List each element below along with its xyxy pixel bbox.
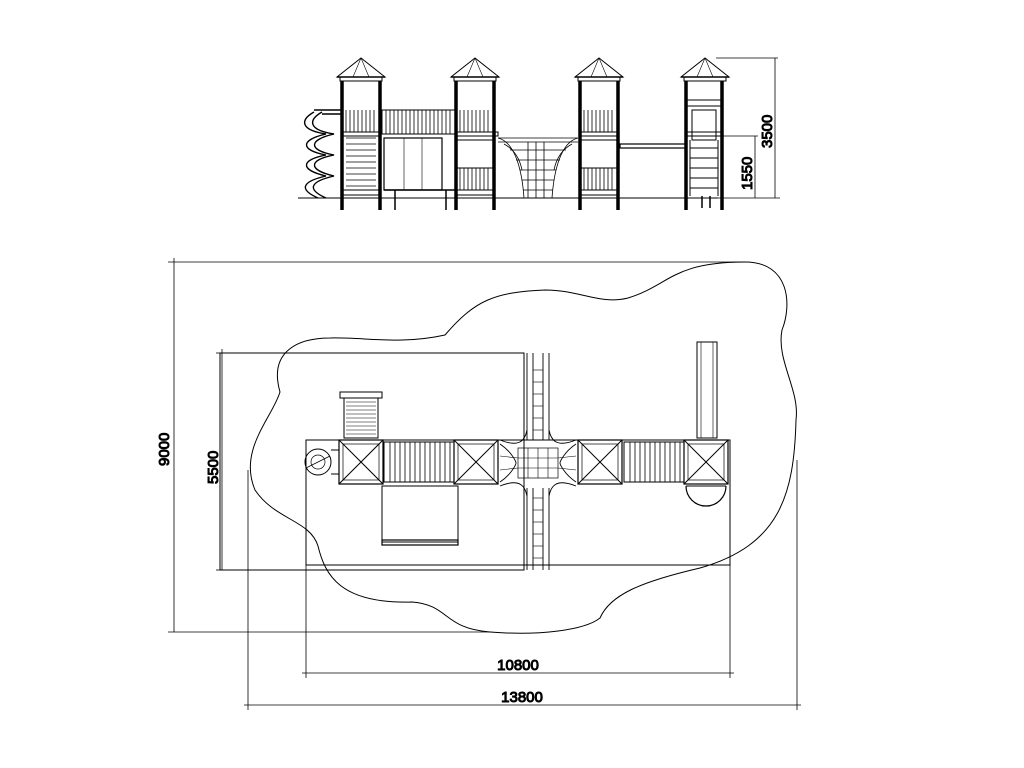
spiral-climber [304, 109, 342, 199]
bridge-1-elevation [381, 109, 457, 210]
net-walkway-plan [526, 353, 550, 570]
dim-equipment-width: 10800 [497, 657, 539, 674]
tower-1-plan [338, 439, 384, 485]
ladder-elevation [689, 140, 719, 196]
tower-1-elevation [336, 57, 386, 210]
bridge-2-elevation [619, 143, 687, 149]
climbing-net-plan [499, 429, 577, 497]
dim-total-height: 3500 [759, 115, 776, 148]
straight-slide-plan [696, 341, 718, 439]
elevation-dimension-lines [716, 57, 780, 199]
tower-2-plan [453, 439, 499, 485]
ladder-plan [339, 391, 383, 439]
dim-safety-zone-height: 9000 [156, 433, 173, 466]
round-platform-plan [685, 485, 727, 507]
slide-plan [381, 485, 459, 546]
tower-4-elevation [680, 57, 730, 210]
bridge-1-plan [383, 441, 455, 483]
bridge-2-plan [623, 441, 685, 483]
tower-2-elevation [450, 57, 500, 210]
safety-zone-outline [249, 261, 797, 634]
dim-platform-height: 1550 [739, 157, 756, 190]
equipment-footprint-left [219, 352, 525, 571]
equipment-footprint-right [305, 439, 731, 566]
plan-dimension-lines [168, 258, 801, 710]
side-elevation-view: 3500 1550 [298, 57, 780, 210]
tower-4-plan [683, 439, 729, 485]
tower-3-plan [577, 439, 623, 485]
plan-view: 9000 5500 10800 13800 [156, 258, 801, 710]
tower-3-elevation [574, 57, 624, 210]
spiral-climber-plan [304, 448, 340, 476]
dim-equipment-height: 5500 [205, 451, 222, 484]
climbing-net-elevation [497, 137, 579, 199]
dim-safety-zone-width: 13800 [501, 689, 543, 706]
